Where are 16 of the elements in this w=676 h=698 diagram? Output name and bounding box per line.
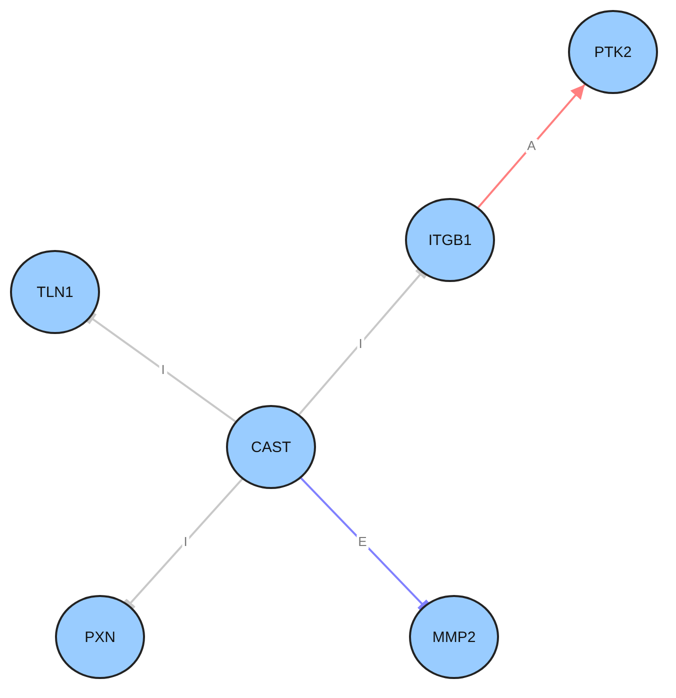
gene-name: MMP2 [432, 628, 476, 646]
gene-name: PTK2 [594, 44, 632, 60]
edge-label: E [356, 535, 369, 549]
gene-name: TLN1 [36, 284, 74, 300]
gene-name: CAST [250, 438, 291, 456]
connector [124, 478, 243, 610]
connector [300, 478, 429, 611]
edge-label: I [182, 535, 190, 549]
gene-name: PXN [84, 628, 116, 646]
edge-label: I [159, 362, 167, 376]
edge-label: A [525, 139, 538, 153]
gene-name: ITGB1 [428, 232, 472, 248]
connector [298, 268, 427, 415]
connector [478, 84, 586, 208]
edge-label: I [356, 336, 364, 350]
connector [86, 312, 236, 422]
